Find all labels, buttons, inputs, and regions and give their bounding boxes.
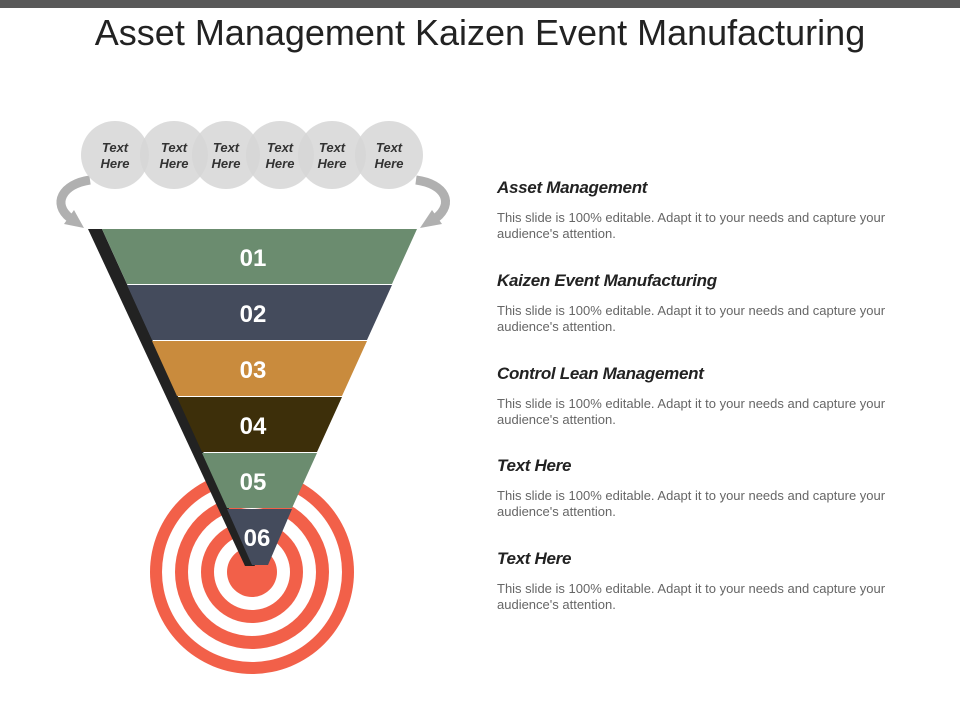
top-accent-bar <box>0 0 960 8</box>
funnel: 01 02 03 04 05 06 <box>102 229 417 565</box>
bubble-4 <box>246 121 314 189</box>
item-heading: Kaizen Event Manufacturing <box>497 271 717 290</box>
bubble-3 <box>192 121 260 189</box>
item-heading: Text Here <box>497 549 572 568</box>
funnel-label-06: 06 <box>244 525 271 552</box>
funnel-segment-01 <box>102 229 417 284</box>
text-item-4: Text Here This slide is 100% editable. A… <box>497 456 897 520</box>
right-curved-arrow-icon <box>415 175 450 222</box>
funnel-segment-02 <box>127 285 392 340</box>
funnel-label-03: 03 <box>240 357 267 384</box>
item-body: This slide is 100% editable. Adapt it to… <box>497 396 886 427</box>
item-heading: Control Lean Management <box>497 364 704 383</box>
funnel-segment-05 <box>202 453 317 508</box>
funnel-label-01: 01 <box>240 245 267 272</box>
item-body: This slide is 100% editable. Adapt it to… <box>497 303 886 334</box>
funnel-label-02: 02 <box>240 301 267 328</box>
right-arrow-head-icon <box>420 210 442 228</box>
funnel-segment-03 <box>152 341 367 396</box>
text-item-kaizen-event-manufacturing: Kaizen Event Manufacturing This slide is… <box>497 271 897 335</box>
funnel-label-05: 05 <box>240 469 267 496</box>
left-arrow-head-icon <box>64 210 84 228</box>
text-item-control-lean-management: Control Lean Management This slide is 10… <box>497 364 897 428</box>
text-item-5: Text Here This slide is 100% editable. A… <box>497 549 897 613</box>
bubble-1 <box>81 121 149 189</box>
item-body: This slide is 100% editable. Adapt it to… <box>497 581 886 612</box>
text-item-asset-management: Asset Management This slide is 100% edit… <box>497 178 897 242</box>
funnel-shadow-edge <box>88 229 255 566</box>
left-curved-arrow-icon <box>56 175 91 222</box>
bubble-5 <box>298 121 366 189</box>
funnel-label-04: 04 <box>240 413 267 440</box>
curved-arrows <box>56 175 450 228</box>
item-heading: Asset Management <box>497 178 648 197</box>
item-heading: Text Here <box>497 456 572 475</box>
bubble-6 <box>355 121 423 189</box>
bubble-2 <box>140 121 208 189</box>
funnel-segment-06 <box>227 509 292 565</box>
item-body: This slide is 100% editable. Adapt it to… <box>497 488 886 519</box>
slide-title: Asset Management Kaizen Event Manufactur… <box>94 12 866 53</box>
funnel-segment-04 <box>177 397 342 452</box>
item-body: This slide is 100% editable. Adapt it to… <box>497 210 886 241</box>
